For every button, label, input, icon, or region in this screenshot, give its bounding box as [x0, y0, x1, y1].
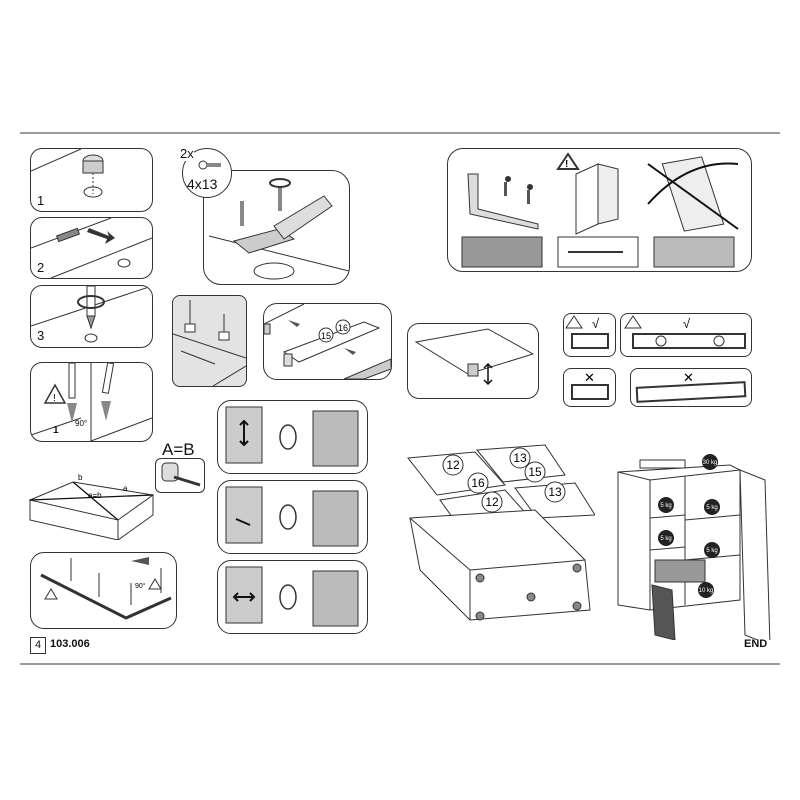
top-panels-exploded-diagram: 12 13 16 15 12 13 — [407, 444, 595, 621]
step-number: 3 — [37, 328, 45, 343]
kettlebell-icons: 30 kg 5 kg 5 kg 5 kg 5 kg 10 kg — [658, 454, 720, 598]
left-right-arrow-icon — [232, 592, 256, 602]
product-code: 103.006 — [50, 638, 90, 650]
rotate-icon — [77, 295, 105, 309]
up-down-arrow-icon — [239, 419, 249, 447]
wall-mount-panel: ! — [447, 148, 752, 272]
spirit-level-icon — [635, 381, 747, 403]
a-label: a — [123, 484, 128, 493]
screw-quantity: 2x — [180, 146, 194, 161]
level-bad-long: ✕ — [630, 368, 752, 407]
diag-label: a=b — [88, 491, 102, 500]
screw-size: 4x13 — [187, 176, 218, 192]
step-number: 2 — [37, 260, 45, 275]
up-down-arrow-icon — [483, 362, 493, 386]
bracket-icon — [467, 173, 539, 230]
dowel-icon — [55, 227, 81, 243]
svg-text:!: ! — [53, 393, 56, 404]
door-adjust-lateral — [217, 560, 368, 634]
weight-label: 5 kg — [660, 536, 671, 542]
clip-icon — [218, 331, 230, 341]
cabinet-tipping-icon — [661, 156, 725, 232]
svg-text:!: ! — [565, 159, 568, 170]
hinge-icon — [273, 195, 333, 240]
warning-icon — [565, 315, 583, 329]
bottom-rule — [20, 663, 780, 665]
level-bad-small: ✕ — [563, 368, 616, 407]
hammer-icon — [131, 557, 149, 565]
warning-icon — [556, 152, 580, 170]
level-ok-small: √ — [563, 313, 616, 357]
weight-label: 30 kg — [703, 460, 718, 466]
screw-angle-warning-panel: ! 1 90° — [30, 362, 153, 442]
svg-text:√: √ — [683, 316, 691, 331]
part-label: 16 — [471, 476, 485, 490]
part-label: 12 — [446, 458, 460, 472]
end-label: END — [744, 638, 768, 650]
rotate-icon — [279, 424, 297, 450]
arrow-icon — [87, 228, 115, 244]
angle-label: 90° — [75, 419, 88, 428]
svg-text:√: √ — [592, 316, 600, 331]
cabinet-load-diagram: 30 kg 5 kg 5 kg 5 kg 5 kg 10 kg — [617, 454, 771, 640]
back-panel-nailing: 90° — [30, 552, 177, 629]
clip-icon — [184, 323, 196, 333]
step-1-panel: 1 — [30, 148, 153, 212]
part-16-label: 16 — [338, 323, 348, 333]
hinge-mounting-panel — [203, 170, 350, 285]
back-clip-panel — [172, 295, 247, 387]
warning-icon — [44, 588, 58, 600]
tape-measure-callout — [155, 458, 205, 493]
weight-label: 5 kg — [706, 548, 717, 554]
rotate-icon — [279, 584, 297, 610]
part-15-label: 15 — [321, 331, 331, 341]
warning-icon — [148, 578, 162, 590]
b-label: b — [78, 473, 83, 482]
rotate-icon — [279, 504, 297, 530]
leveling-foot-panel — [407, 323, 539, 399]
cam-lock-icon — [82, 154, 104, 198]
depth-arrow-icon — [235, 518, 251, 526]
svg-text:✕: ✕ — [584, 370, 595, 385]
spirit-level-icon — [639, 459, 686, 469]
hinge-icon — [312, 410, 359, 467]
arrow-icon — [344, 348, 356, 355]
part-label: 13 — [548, 485, 562, 499]
tape-measure-icon — [161, 462, 179, 482]
step-number: 1 — [37, 193, 45, 208]
hinge-icon — [312, 490, 359, 547]
square-check-title: A=B — [162, 440, 195, 459]
page-number: 4 — [30, 637, 46, 654]
part-label: 12 — [485, 495, 499, 509]
svg-text:✕: ✕ — [683, 370, 694, 385]
frame-diagonal-diagram: a=b b a — [28, 473, 155, 540]
door-adjust-depth — [217, 480, 368, 554]
part-label: 15 — [528, 465, 542, 479]
weight-label: 10 kg — [699, 588, 714, 594]
step-3-panel: 3 — [30, 285, 153, 348]
cabinet-upright-icon — [597, 163, 619, 225]
hinge-icon — [312, 570, 359, 627]
open-door — [739, 469, 771, 640]
top-rule — [20, 132, 780, 134]
level-ok-long: √ — [620, 313, 752, 357]
angle-label: 90° — [135, 582, 146, 590]
weight-label: 5 kg — [660, 503, 671, 509]
screwdriver-icon — [86, 315, 96, 330]
warning-icon — [624, 315, 642, 329]
leveling-foot-icon — [467, 363, 479, 377]
door-adjust-vertical — [217, 400, 368, 474]
spirit-level-icon — [632, 333, 746, 349]
arrow-icon — [288, 320, 300, 327]
screw-icon — [198, 160, 221, 170]
step-2-panel: 2 — [30, 217, 153, 279]
weight-label: 5 kg — [706, 505, 717, 511]
warn-step-label: 1 — [53, 425, 59, 436]
cross-icon — [647, 163, 739, 230]
part-label: 13 — [513, 451, 527, 465]
warning-icon — [43, 383, 67, 404]
